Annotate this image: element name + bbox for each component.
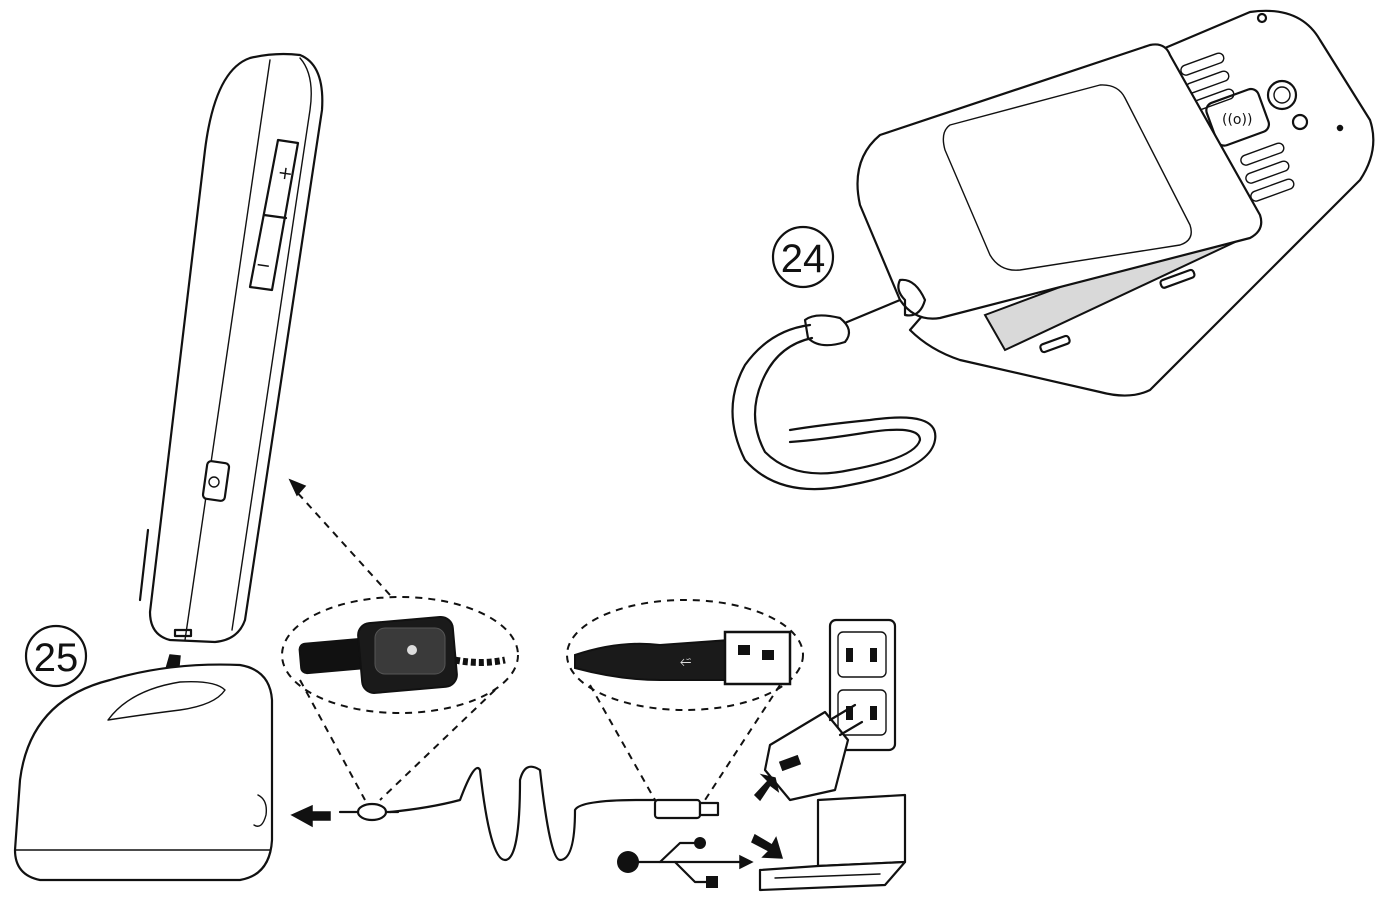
vertical-phone-illustration: + −: [138, 52, 324, 644]
usb-plug-zoom: ⭁: [566, 599, 804, 801]
battery-cover: [856, 43, 1263, 320]
adapter-arrow: [753, 773, 780, 802]
callout-to-phone: [294, 489, 391, 596]
usb-cable: [388, 765, 657, 862]
step-24-circle: [771, 225, 835, 289]
usb-plug: [653, 798, 720, 820]
step-25-circle: [24, 624, 88, 688]
svg-text:−: −: [254, 254, 272, 277]
magnetic-connector-zoom: [281, 596, 519, 801]
connect-arrow: [290, 804, 331, 828]
magnetic-connector: [338, 802, 400, 822]
power-adapter: [763, 703, 864, 802]
svg-text:⭁: ⭁: [680, 654, 691, 670]
laptop: [758, 793, 907, 892]
step-25-number: 25: [34, 636, 79, 680]
phone-keypad: ((o)): [1180, 12, 1344, 202]
svg-text:+: +: [276, 162, 294, 185]
laptop-arrow: [751, 833, 784, 859]
step-24-number: 24: [781, 237, 826, 281]
charging-cradle: 25: [13, 624, 274, 882]
wall-socket: [828, 618, 897, 752]
camera-button: [201, 460, 231, 502]
svg-text:((o)): ((o)): [1222, 112, 1252, 128]
lanyard: [731, 278, 937, 491]
volume-rocker: + −: [248, 138, 300, 292]
flip-phone-illustration: ((o)) 24: [731, 9, 1375, 491]
usb-symbol: [617, 837, 754, 888]
